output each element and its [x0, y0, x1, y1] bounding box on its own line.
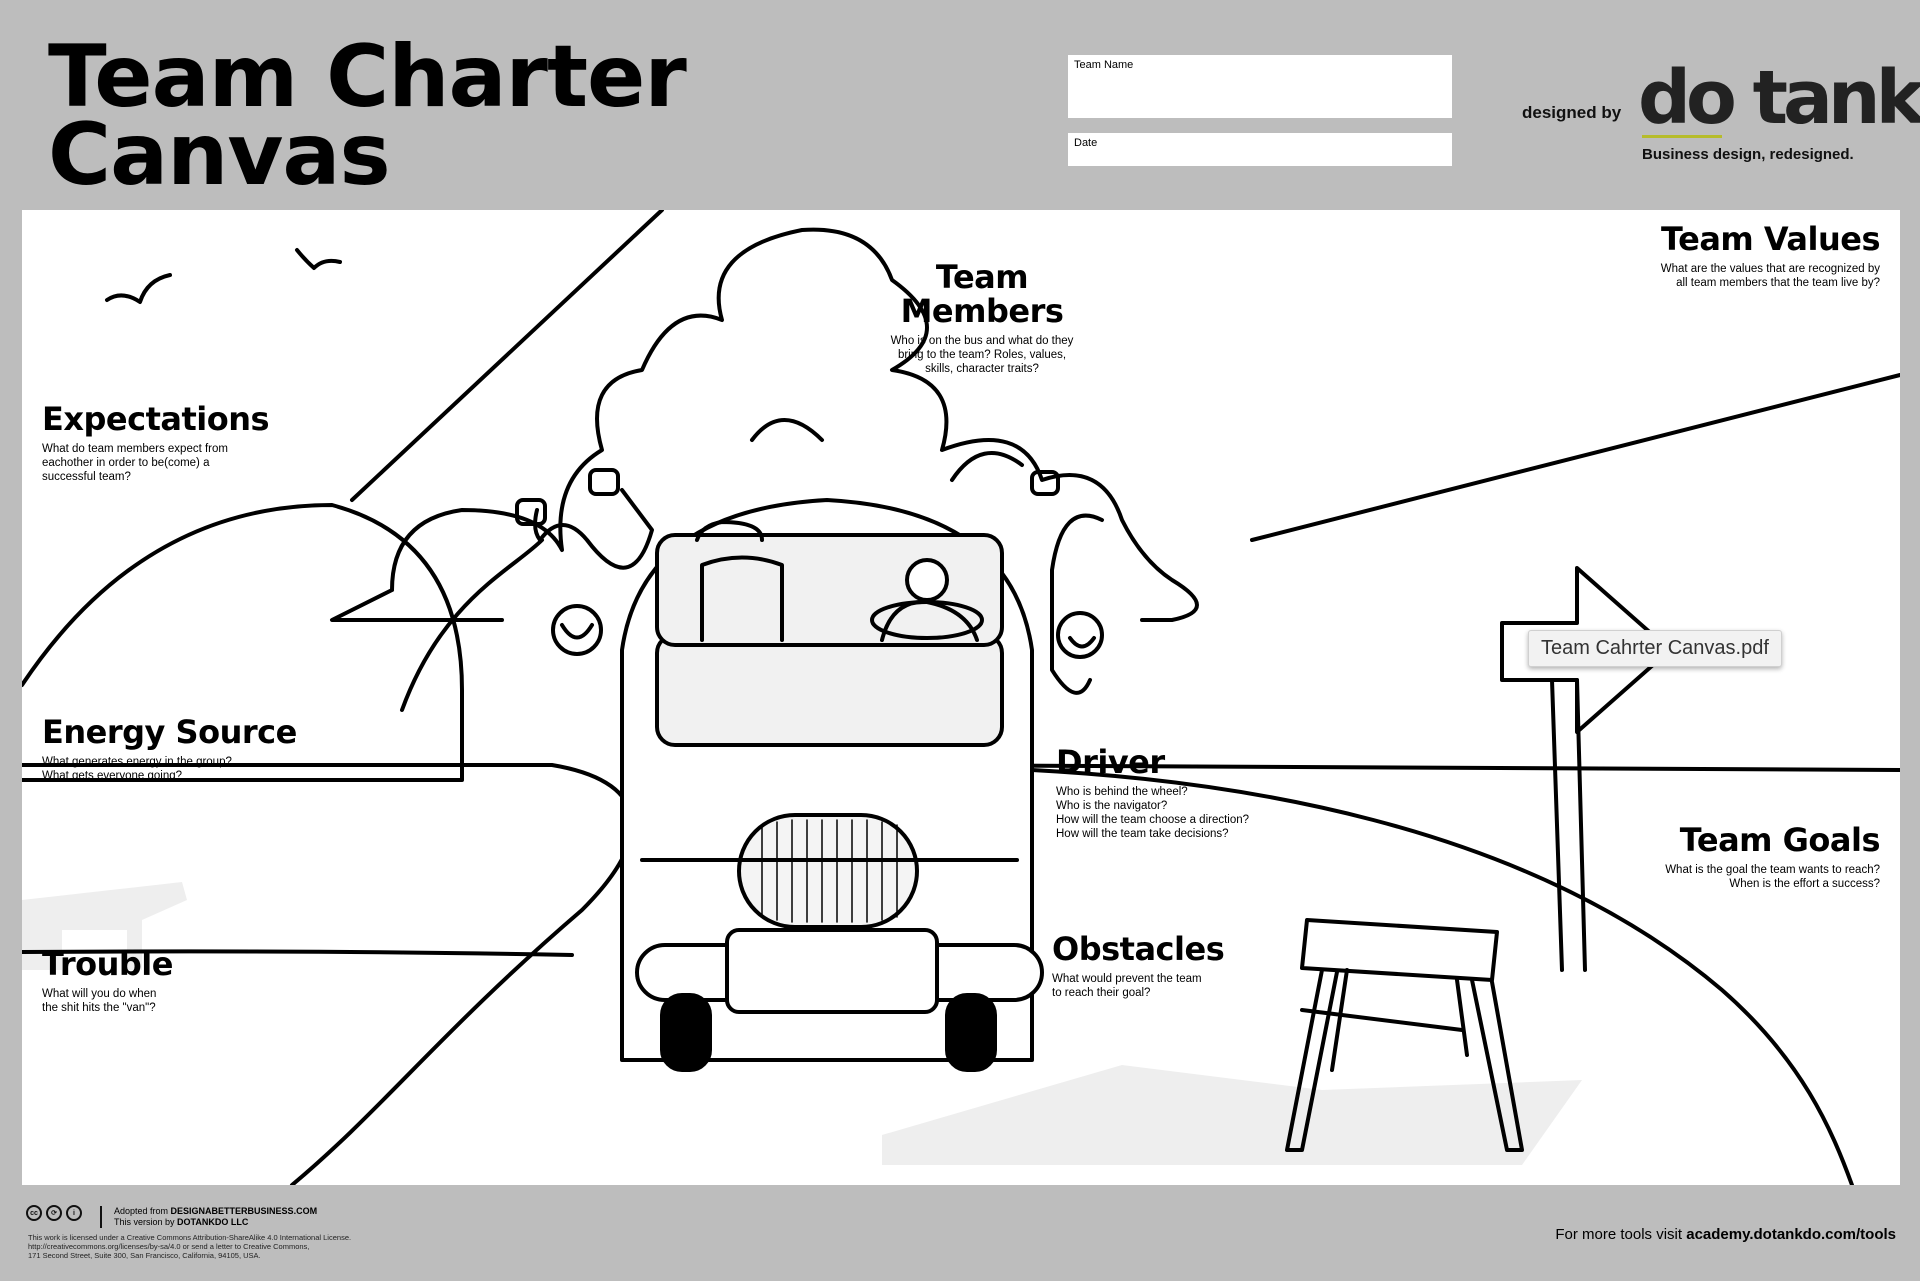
section-trouble: Trouble What will you do when the shit h… [42, 947, 302, 1015]
dotank-logo: do tank [1638, 55, 1920, 141]
section-team-values: Team Values What are the values that are… [1500, 220, 1881, 290]
road-left-edge [22, 763, 635, 1185]
team-members-title-1: Team [935, 258, 1029, 296]
team-values-title: Team Values [1661, 220, 1880, 258]
cc-icon: cc [26, 1205, 42, 1221]
team-members-desc: Who is on the bus and what do they bring… [890, 335, 1074, 375]
designed-by-label: designed by [1522, 103, 1622, 122]
cloud-inner-arc-2 [950, 451, 1024, 482]
section-expectations: Expectations What do team members expect… [42, 402, 362, 484]
team-goals-title: Team Goals [1679, 821, 1881, 859]
hill-shape [400, 538, 544, 712]
bird-2-icon [295, 248, 342, 270]
page-title: Team Charter Canvas [48, 27, 687, 205]
section-team-members: Team Members Who is on the bus and what … [832, 260, 1132, 376]
sun-shape [22, 503, 464, 782]
canvas-illustration [22, 210, 1900, 1185]
passenger-left [515, 468, 654, 656]
adopted-source[interactable]: DESIGNABETTERBUSINESS.COM [170, 1206, 318, 1216]
section-team-goals: Team Goals What is the goal the team wan… [1520, 823, 1880, 891]
footer: cc ⟳ i [26, 1205, 82, 1221]
section-energy-source: Energy Source What generates energy in t… [42, 715, 362, 783]
charter-canvas: Team Members Who is on the bus and what … [22, 210, 1900, 1185]
tagline: Business design, redesigned. [1642, 146, 1854, 163]
driver-desc: Who is behind the wheel? Who is the navi… [1056, 786, 1250, 840]
title-line-1: Team Charter [48, 27, 687, 127]
version-source: DOTANKDO LLC [177, 1217, 249, 1227]
team-name-label: Team Name [1074, 59, 1134, 71]
road-horizon-right [890, 763, 1900, 772]
title-line-2: Canvas [48, 105, 391, 205]
expectations-title: Expectations [42, 400, 270, 438]
section-driver: Driver Who is behind the wheel? Who is t… [1056, 745, 1316, 841]
road-right-edge [1030, 768, 1854, 1185]
obstacles-title: Obstacles [1052, 930, 1225, 968]
energy-source-title: Energy Source [42, 713, 297, 751]
energy-source-desc: What generates energy in the group? What… [42, 756, 232, 782]
creative-commons-icons: cc ⟳ i [26, 1205, 82, 1221]
cloud-shape [330, 227, 1199, 622]
date-field[interactable]: Date [1068, 133, 1452, 166]
license-text: This work is licensed under a Creative C… [28, 1233, 352, 1260]
team-name-field[interactable]: Team Name [1068, 55, 1452, 118]
more-tools-prefix: For more tools visit [1555, 1226, 1683, 1243]
file-name-tooltip: Team Cahrter Canvas.pdf [1528, 630, 1782, 667]
team-members-title-2: Members [900, 292, 1064, 330]
horizon-line-right [1250, 373, 1900, 542]
cloud-inner-arc-1 [750, 418, 824, 442]
attribution-icon: i [66, 1205, 82, 1221]
more-tools: For more tools visit academy.dotankdo.co… [1555, 1226, 1896, 1243]
road-barrier-illustration [1285, 918, 1524, 1152]
ghost-shapes [22, 882, 1582, 1165]
date-label: Date [1074, 137, 1098, 149]
logo-underline [1642, 135, 1722, 138]
more-tools-link[interactable]: academy.dotankdo.com/tools [1686, 1226, 1896, 1243]
credit-block: Adopted from DESIGNABETTERBUSINESS.COM T… [100, 1206, 317, 1228]
van-illustration [620, 498, 1044, 1072]
version-prefix: This version by [114, 1217, 175, 1227]
ground-line [22, 949, 574, 957]
sun-ray-line [350, 210, 664, 502]
team-values-desc: What are the values that are recognized … [1660, 263, 1880, 289]
share-alike-icon: ⟳ [46, 1205, 62, 1221]
passenger-right [1030, 470, 1104, 695]
adopted-prefix: Adopted from [114, 1206, 169, 1216]
driver-title: Driver [1056, 743, 1165, 781]
trouble-desc: What will you do when the shit hits the … [42, 988, 157, 1014]
section-obstacles: Obstacles What would prevent the team to… [1052, 932, 1312, 1000]
expectations-desc: What do team members expect from eachoth… [42, 443, 228, 483]
trouble-title: Trouble [42, 945, 173, 983]
bird-1-icon [105, 273, 172, 304]
team-goals-desc: What is the goal the team wants to reach… [1665, 864, 1880, 890]
obstacles-desc: What would prevent the team to reach the… [1052, 973, 1202, 999]
